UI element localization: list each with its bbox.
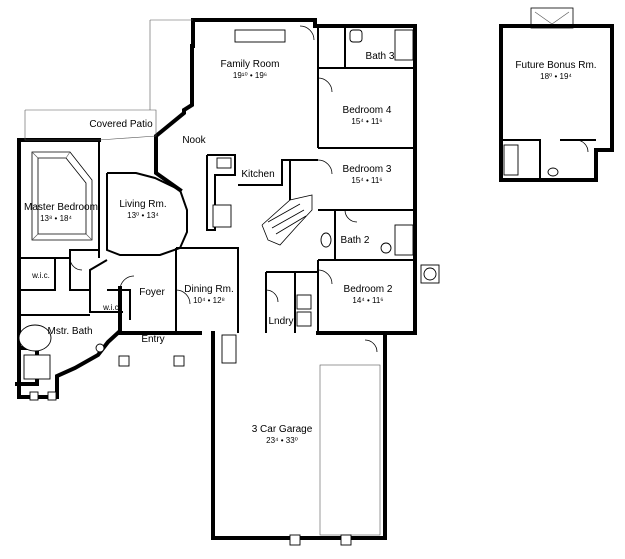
laundry-label: Lndry — [268, 316, 293, 327]
bedroom2-label: Bedroom 2 — [344, 284, 393, 295]
garage-label: 3 Car Garage — [252, 424, 313, 435]
bath2-label: Bath 2 — [341, 235, 370, 246]
bedroom4-dims: 15⁴ • 11⁶ — [351, 117, 382, 126]
wic-right-label: w.i.c. — [102, 303, 121, 312]
foyer-label: Foyer — [139, 287, 165, 298]
dining-room-label: Dining Rm. — [184, 284, 233, 295]
tray-ceiling — [31, 151, 93, 241]
exterior-walls — [15, 18, 417, 540]
family-room-label: Family Room — [221, 59, 280, 70]
master-bedroom-label: Master Bedroom — [24, 202, 98, 213]
master-bath-label: Mstr. Bath — [47, 326, 92, 337]
bedroom2-dims: 14⁴ • 11⁶ — [352, 296, 383, 305]
master-bedroom-dims: 13⁸ • 18⁴ — [40, 214, 72, 223]
doors — [69, 25, 378, 353]
bonus-room-dims: 18⁰ • 19⁴ — [540, 72, 572, 81]
bedroom3-dims: 15⁴ • 11⁶ — [351, 176, 382, 185]
bonus-room-plan — [499, 7, 614, 182]
garage-dims: 23⁴ • 33⁰ — [266, 436, 298, 445]
wic-left-label: w.i.c. — [31, 271, 50, 280]
room-labels: Family Room 19¹⁰ • 19⁶ Covered Patio Noo… — [24, 51, 597, 445]
covered-patio-label: Covered Patio — [89, 119, 153, 130]
living-room-dims: 13⁰ • 13⁴ — [127, 211, 159, 220]
dining-room-dims: 10⁴ • 12⁸ — [193, 296, 225, 305]
bedroom4-label: Bedroom 4 — [343, 105, 392, 116]
interior-walls — [19, 26, 415, 333]
fixtures — [18, 29, 440, 546]
entry-label: Entry — [141, 334, 164, 345]
living-room-label: Living Rm. — [119, 199, 166, 210]
bonus-room-label: Future Bonus Rm. — [515, 60, 596, 71]
kitchen-label: Kitchen — [241, 169, 274, 180]
bedroom3-label: Bedroom 3 — [343, 164, 392, 175]
bath3-label: Bath 3 — [366, 51, 395, 62]
covered-patio-outline — [24, 19, 193, 141]
family-room-dims: 19¹⁰ • 19⁶ — [233, 71, 267, 80]
nook-label: Nook — [182, 135, 206, 146]
